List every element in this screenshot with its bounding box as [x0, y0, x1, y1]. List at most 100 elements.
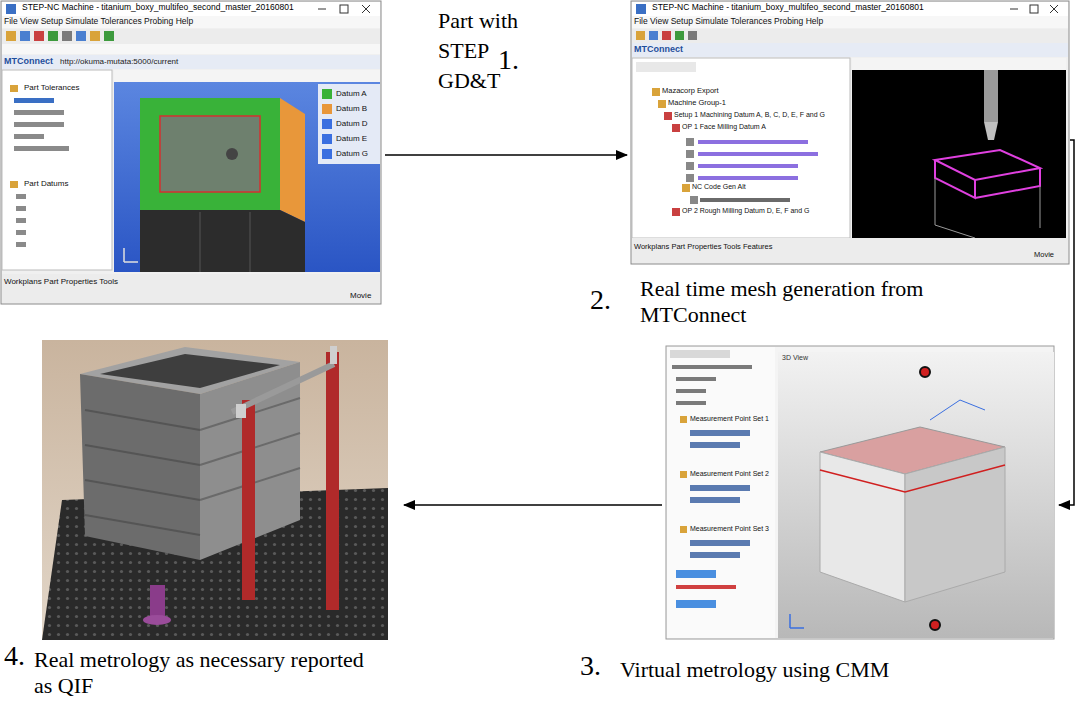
software-screenshot-2-part	[662, 31, 671, 40]
software-screenshot-1-part	[14, 122, 64, 127]
software-screenshot-1-part	[14, 110, 64, 115]
software-screenshot-1-part	[2, 2, 380, 16]
cmm-software-screenshot-part	[670, 350, 730, 358]
panel-tabs: Workplans Part Properties Tools	[4, 277, 118, 286]
toolbar-logo: MTConnect	[4, 56, 53, 66]
tree-item: OP 2 Rough Milling Datum D, E, F and G	[682, 207, 809, 215]
menu-bar: File View Setup Simulate Tolerances Prob…	[634, 17, 823, 27]
software-screenshot: STEP-NC Machine - titanium_boxy_multifeo…	[0, 0, 382, 305]
software-screenshot-1-part	[1, 1, 381, 304]
metrology-photo-part	[236, 404, 246, 418]
tree-item: Machine Group-1	[668, 99, 726, 108]
software-screenshot-1-part	[362, 5, 370, 13]
software-screenshot-2-part	[652, 88, 660, 96]
software-screenshot-2-part	[686, 162, 694, 170]
software-screenshot-2-part	[1030, 5, 1038, 13]
software-screenshot-1-part	[140, 98, 280, 210]
software-screenshot-2-part	[682, 184, 690, 192]
cmm-software-screenshot-part	[672, 365, 752, 369]
cmm-software-screenshot-part	[690, 540, 750, 546]
software-screenshot-1-part	[14, 134, 44, 139]
software-screenshot-1-part	[2, 29, 380, 44]
software-screenshot-1-part	[34, 31, 44, 41]
software-screenshot-2-part	[686, 174, 694, 182]
software-screenshot-2-part	[636, 4, 646, 14]
step-caption: Real metrology as necessary reported as …	[34, 647, 364, 699]
cmm-software-screenshot	[666, 346, 1054, 639]
flow-arrow	[404, 504, 662, 506]
edge-label: Part with STEP GD&T	[438, 6, 533, 96]
cmm-software-screenshot-part	[920, 367, 930, 377]
software-screenshot-1-part	[2, 44, 380, 54]
software-screenshot-1-part	[16, 242, 26, 247]
software-screenshot-2-part	[672, 124, 680, 132]
datum-checkbox: Datum E	[336, 134, 367, 143]
toolbar-logo: MTConnect	[634, 44, 683, 54]
software-screenshot-2-part	[698, 176, 798, 180]
url-field: http://okuma-mutata:5000/current	[60, 57, 178, 66]
cmm-software-screenshot-part	[930, 400, 985, 420]
panel-tabs: Workplans Part Properties Tools Features	[634, 243, 773, 252]
window-title: STEP-NC Machine - titanium_boxy_multifeo…	[652, 3, 924, 13]
tree-item: NC Code Gen Alt	[692, 183, 746, 191]
tree-item: Part Tolerances	[24, 83, 79, 92]
software-screenshot-2-part	[698, 152, 818, 156]
step-number: 2.	[590, 287, 611, 313]
software-screenshot-2-part	[935, 150, 1040, 180]
step-caption: Real time mesh generation from MTConnect	[640, 276, 930, 328]
software-screenshot-2-part	[675, 31, 684, 40]
software-screenshot-2-part	[700, 198, 790, 202]
cmm-software-screenshot-part	[676, 389, 706, 393]
software-screenshot-1-part	[16, 230, 26, 235]
software-screenshot-1-part	[322, 89, 332, 99]
software-screenshot-2-part	[984, 70, 998, 122]
software-screenshot-1-part	[48, 31, 58, 41]
view-tab: 3D View	[782, 354, 808, 362]
cmm-software-screenshot-part	[676, 570, 716, 578]
cmm-software-screenshot-part	[690, 442, 740, 448]
software-screenshot-2-part	[632, 29, 1068, 43]
software-screenshot-2-part	[632, 2, 1068, 16]
metrology-photo-part	[232, 364, 334, 412]
software-screenshot-1-part	[90, 31, 100, 41]
software-screenshot-1-part	[76, 31, 86, 41]
software-screenshot-2-part	[664, 112, 672, 120]
cmm-software-screenshot-part	[676, 585, 736, 589]
cmm-software-screenshot-part	[820, 452, 905, 602]
step-number: 4.	[4, 643, 25, 669]
software-screenshot-1-part	[322, 149, 332, 159]
metrology-photo-part	[326, 352, 339, 610]
cmm-software-screenshot-part	[680, 471, 687, 478]
cmm-software-screenshot-part	[690, 552, 740, 558]
flow-arrow	[385, 154, 627, 156]
software-screenshot-1-part	[2, 70, 112, 270]
menu-bar: File View Setup Simulate Tolerances Prob…	[4, 17, 193, 27]
tree-item: Part Datums	[24, 179, 68, 188]
software-screenshot-1-part	[16, 218, 26, 223]
metrology-photo-part	[143, 615, 171, 625]
software-screenshot-2-part	[984, 122, 998, 140]
software-screenshot-1-part	[114, 70, 380, 82]
software-screenshot-1	[1, 1, 381, 304]
software-screenshot-1-part	[200, 212, 201, 272]
software-screenshot-2-part	[686, 150, 694, 158]
software-screenshot-2-part	[852, 58, 1066, 70]
cmm-screenshot: 3.Virtual metrology using CMM	[665, 345, 1055, 640]
datum-checkbox: Datum A	[336, 89, 367, 98]
tree-item: Measurement Point Set 3	[690, 525, 769, 533]
cmm-software-screenshot-part	[690, 497, 740, 503]
software-screenshot-1-part	[322, 104, 332, 114]
software-screenshot-2-part	[649, 31, 658, 40]
cmm-software-screenshot-part	[666, 346, 1054, 639]
movie-button: Movie	[1034, 251, 1054, 260]
software-screenshot-2-part	[632, 16, 1068, 28]
software-screenshot-2-part	[935, 160, 1040, 198]
metrology-photo-part	[330, 346, 337, 364]
metrology-photo: 4.Real metrology as necessary reported a…	[42, 340, 388, 640]
flow-arrow	[1059, 140, 1074, 505]
step-number: 3.	[580, 653, 601, 679]
window-title: STEP-NC Machine - titanium_boxy_multifeo…	[22, 3, 294, 13]
datum-checkbox: Datum D	[336, 119, 368, 128]
metrology-photo	[42, 340, 388, 640]
